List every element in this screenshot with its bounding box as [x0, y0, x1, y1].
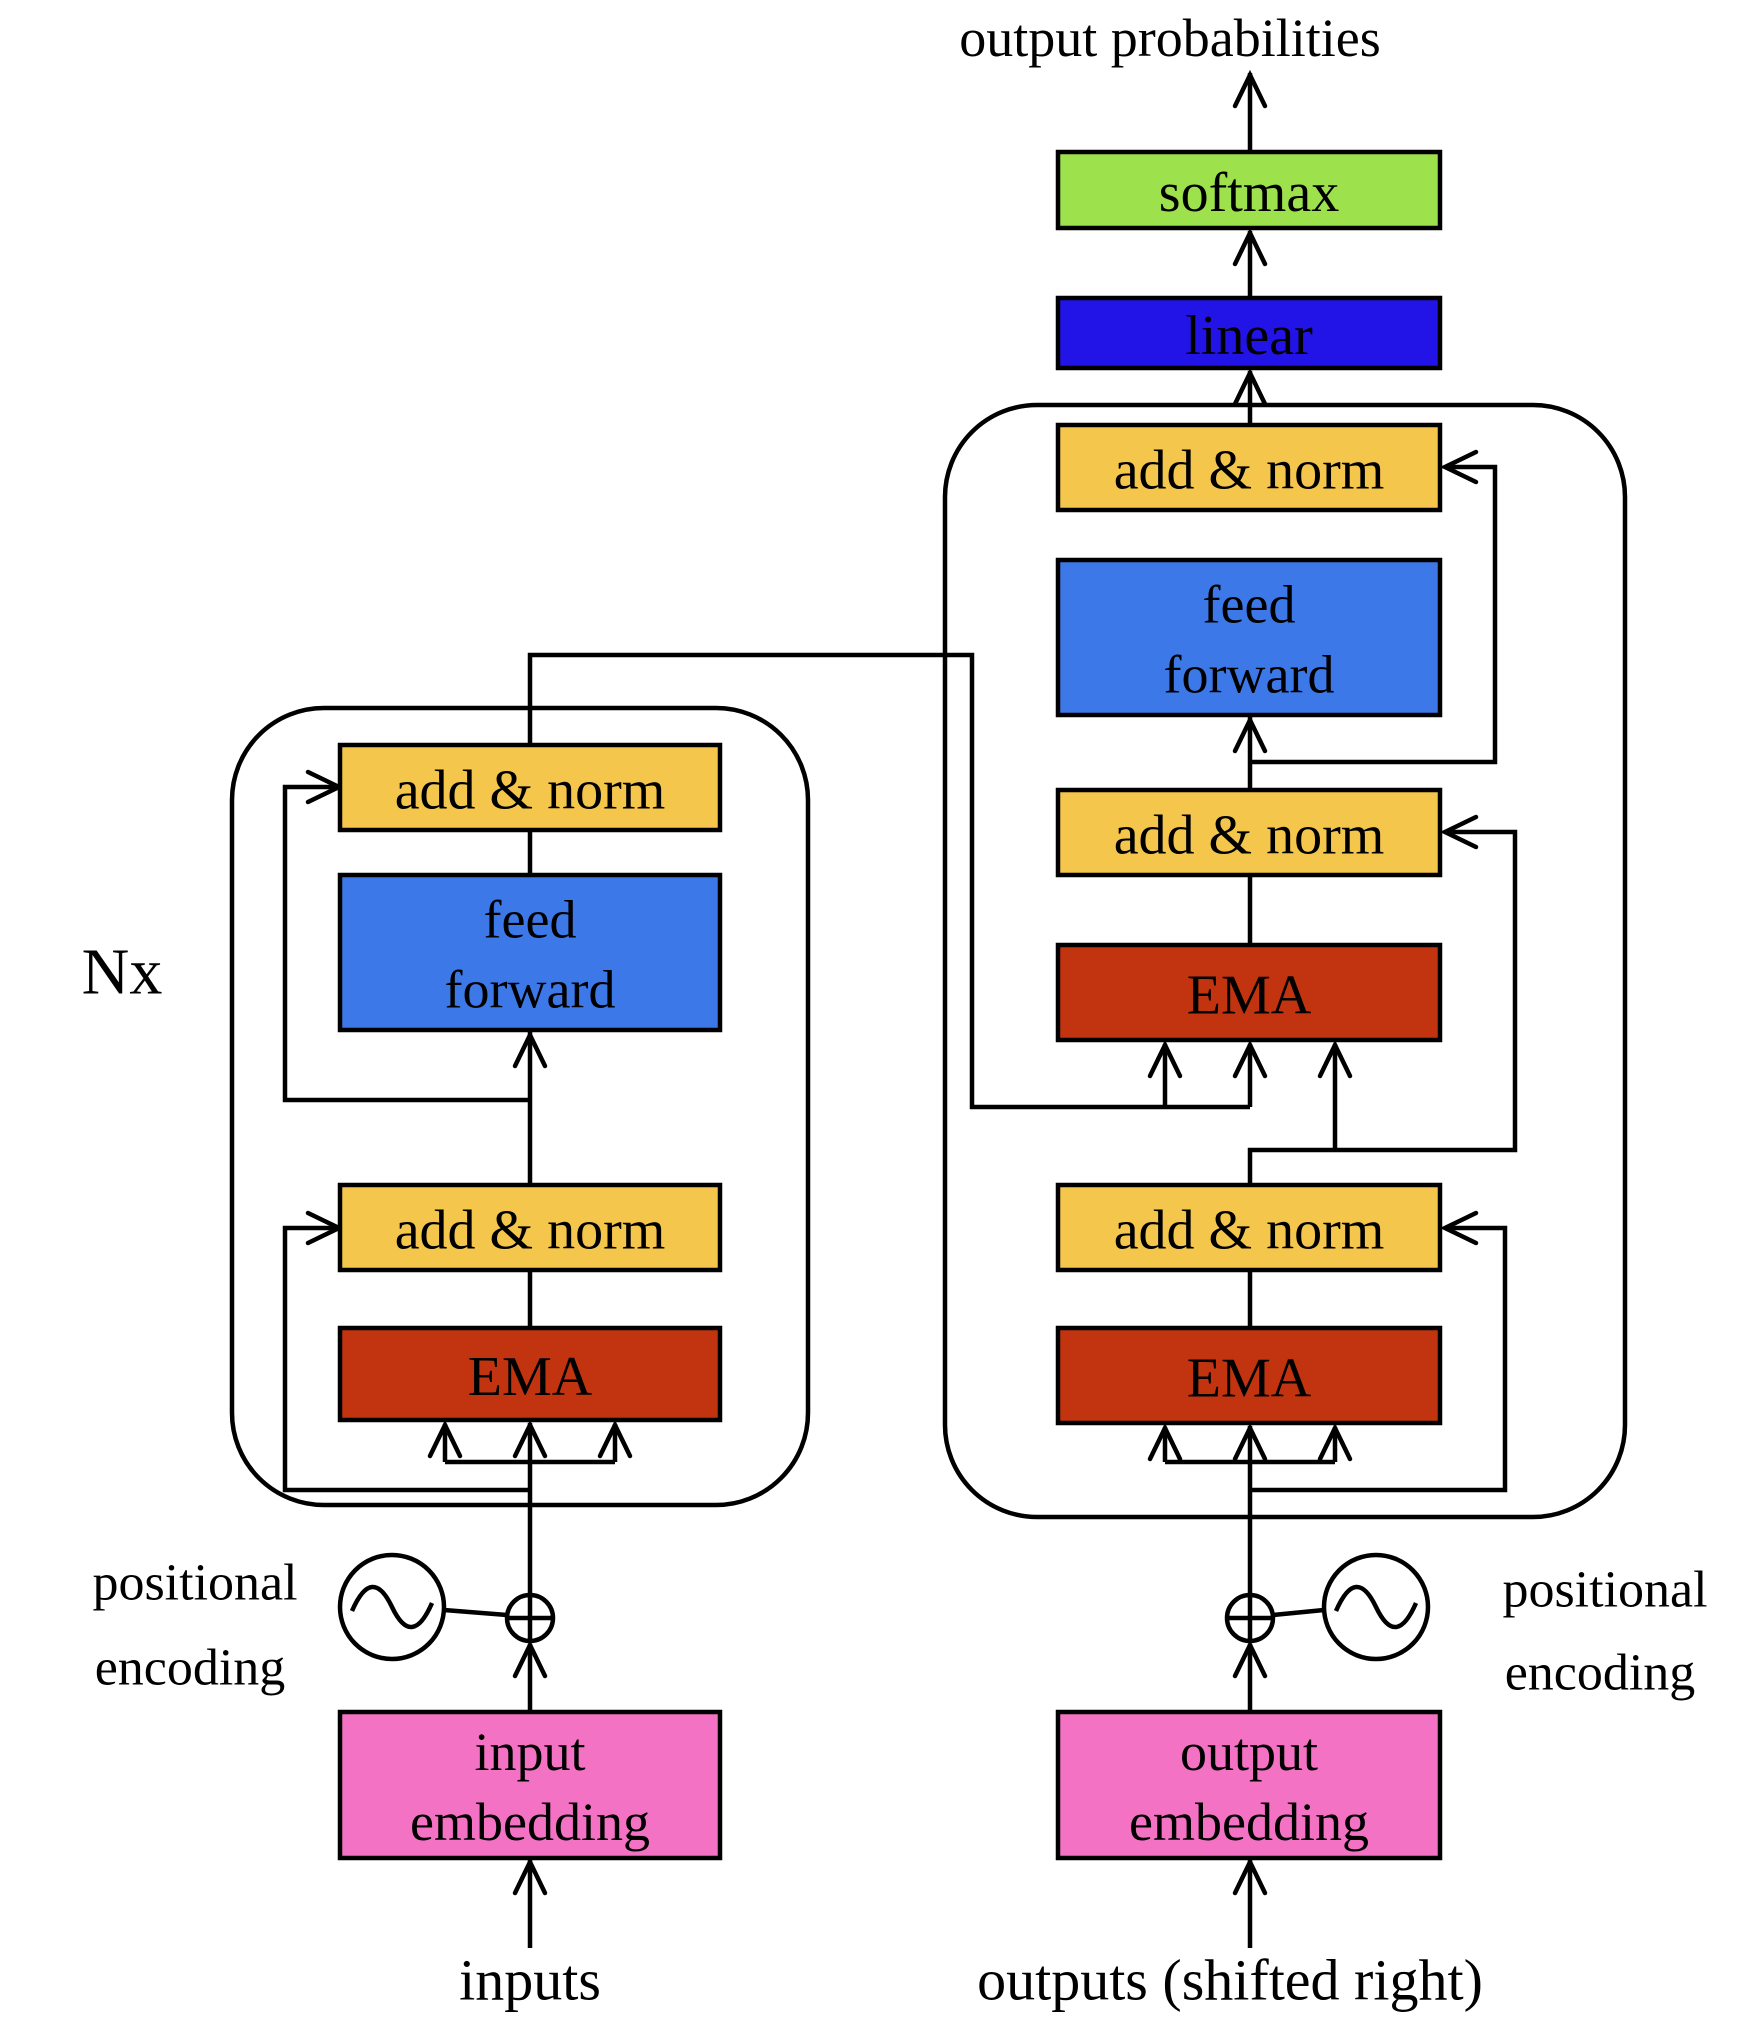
encoder-stack-border [229, 705, 811, 1508]
encoder-add-norm-low-label: add & norm [395, 1200, 666, 1262]
sine-wave-icon [1321, 1552, 1431, 1662]
decoder-feed-forward-box: feed forward [1055, 557, 1443, 718]
arrowhead-icon [1439, 1210, 1479, 1246]
arrowhead-icon [1232, 227, 1268, 267]
sine-wave-icon [337, 1552, 447, 1662]
decoder-feed-forward-rect [1055, 557, 1443, 718]
decoder-add-norm-low-label: add & norm [1114, 1200, 1385, 1262]
decoder-add-norm-mid-label: add & norm [1114, 805, 1385, 867]
sine-to-add-connector-right [1272, 1607, 1325, 1618]
softmax-label: softmax [1159, 162, 1339, 224]
decoder-add-norm-top-rect [1055, 422, 1443, 513]
input-embedding-rect [337, 1709, 723, 1861]
positional-label-right: positional [1502, 1562, 1707, 1619]
arrowhead-icon [512, 1419, 548, 1459]
decoder-add-norm-top-label: add & norm [1114, 440, 1385, 502]
encoder-add-norm-top-label: add & norm [395, 760, 666, 822]
input-embedding-label-line1: input [474, 1722, 585, 1782]
linear-label: linear [1185, 305, 1313, 367]
decoder-add-norm-low-rect [1055, 1182, 1443, 1273]
decoder-ema-upper-box: EMA [1055, 942, 1443, 1043]
positional-add-node-left [504, 1592, 556, 1644]
decoder-lower-residual [1250, 1225, 1508, 1493]
decoder-add-norm-top-box: add & norm [1055, 422, 1443, 513]
decoder-mid-residual [1247, 829, 1518, 1185]
arrowhead-icon [1147, 1039, 1183, 1079]
encoder-ema-rect [337, 1325, 723, 1423]
encoder-lower-residual [282, 1225, 530, 1493]
arrowhead-icon [1232, 1639, 1268, 1679]
arrowhead-icon [512, 1856, 548, 1896]
encoding-label-left: encoding [95, 1640, 286, 1697]
sine-wave-path [1333, 1584, 1419, 1630]
sine-to-add-connector-left [443, 1607, 508, 1618]
linear-box: linear [1055, 295, 1443, 371]
positional-encoding-node-left [337, 1552, 447, 1662]
arrowhead-icon [1232, 1422, 1268, 1462]
output-embedding-label-line1: output [1180, 1722, 1318, 1782]
encoder-to-decoder-line [527, 652, 1250, 1110]
linear-rect [1055, 295, 1443, 371]
decoder-ema-upper-label: EMA [1187, 965, 1312, 1027]
arrowhead-icon [1232, 69, 1268, 109]
arrowhead-icon [427, 1419, 463, 1459]
sine-wave-path [349, 1584, 435, 1630]
arrowhead-icon [1439, 449, 1479, 485]
output-embedding-label-line2: embedding [1129, 1792, 1369, 1852]
softmax-rect [1055, 149, 1443, 231]
inputs-label: inputs [459, 1948, 601, 2013]
decoder-feed-forward-label-line1: feed [1203, 575, 1296, 635]
encoder-feed-forward-box: feed forward [337, 872, 723, 1033]
decoder-add-norm-mid-rect [1055, 787, 1443, 878]
arrowhead-icon [1232, 1856, 1268, 1896]
decoder-feed-forward-label-line2: forward [1164, 645, 1335, 705]
decoder-top-residual [1250, 464, 1498, 765]
arrowhead-icon [1439, 814, 1479, 850]
decoder-add-norm-low-box: add & norm [1055, 1182, 1443, 1273]
input-embedding-label-line2: embedding [410, 1792, 650, 1852]
decoder-ema-lower-rect [1055, 1325, 1443, 1426]
arrowhead-icon [512, 1029, 548, 1069]
arrowhead-icon [1232, 1039, 1268, 1079]
output-probabilities-label: output probabilities [959, 8, 1380, 68]
positional-label-left: positional [92, 1555, 297, 1612]
encoder-ema-label: EMA [468, 1346, 593, 1408]
softmax-box: softmax [1055, 149, 1443, 231]
encoder-feed-forward-label-line1: feed [484, 890, 577, 950]
arrowhead-icon [1317, 1039, 1353, 1079]
arrowhead-icon [597, 1419, 633, 1459]
decoder-add-norm-mid-box: add & norm [1055, 787, 1443, 878]
decoder-ema-lower-label: EMA [1187, 1348, 1312, 1410]
encoder-feed-forward-rect [337, 872, 723, 1033]
output-embedding-box: output embedding [1055, 1709, 1443, 1861]
decoder-ema-lower-box: EMA [1055, 1325, 1443, 1426]
output-embedding-rect [1055, 1709, 1443, 1861]
arrowhead-icon [1232, 714, 1268, 754]
outputs-label: outputs (shifted right) [977, 1948, 1483, 2013]
arrowhead-icon [1147, 1422, 1183, 1462]
encoder-feed-forward-label-line2: forward [445, 960, 616, 1020]
arrowhead-icon [512, 1639, 548, 1679]
encoder-add-norm-low-box: add & norm [337, 1182, 723, 1273]
decoder-stack-border [942, 402, 1628, 1520]
encoder-add-norm-low-rect [337, 1182, 723, 1273]
positional-add-node-right [1224, 1592, 1276, 1644]
encoder-add-norm-top-box: add & norm [337, 742, 723, 833]
encoding-label-right: encoding [1505, 1645, 1696, 1702]
encoder-upper-residual [282, 784, 530, 1103]
arrowhead-icon [1317, 1422, 1353, 1462]
arrowhead-icon [1232, 367, 1268, 407]
encoder-ema-box: EMA [337, 1325, 723, 1423]
input-embedding-box: input embedding [337, 1709, 723, 1861]
encoder-add-norm-top-rect [337, 742, 723, 833]
positional-encoding-node-right [1321, 1552, 1431, 1662]
decoder-ema-upper-rect [1055, 942, 1443, 1043]
nx-repeat-label: Nx [82, 936, 163, 1009]
